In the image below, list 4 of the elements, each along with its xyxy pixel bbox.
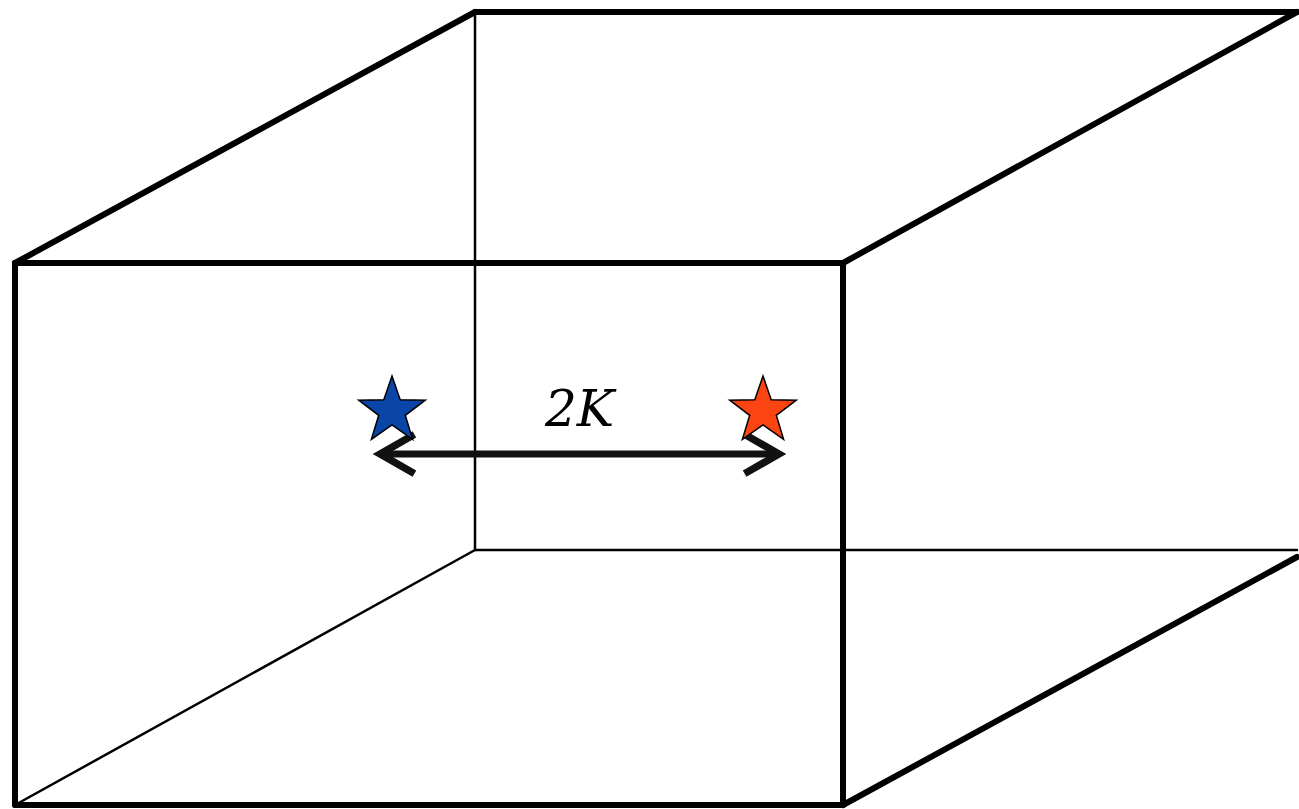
edge-label: 2K [544, 384, 615, 434]
double-arrow [376, 430, 783, 478]
star-icon [726, 374, 800, 444]
star-icon [355, 374, 429, 444]
